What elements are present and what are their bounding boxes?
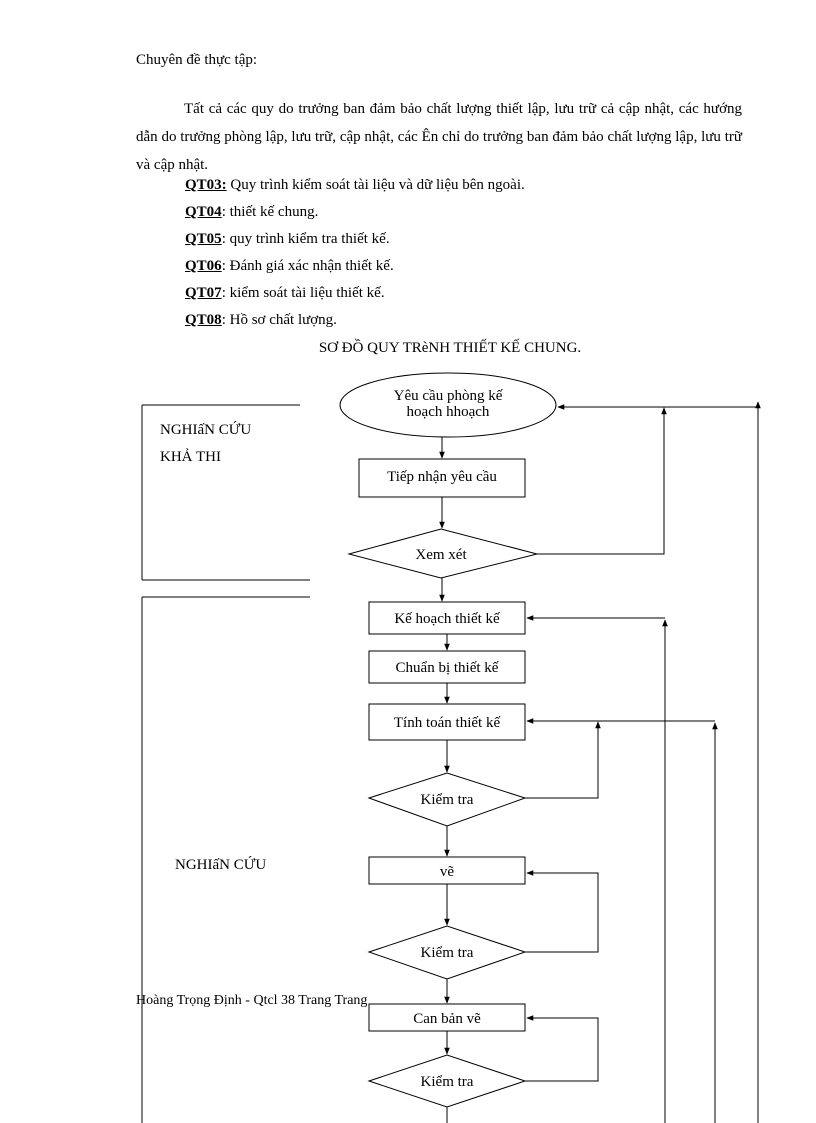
procedure-code: QT06: [185, 258, 222, 274]
phase-bracket-research: [141, 596, 310, 1123]
procedure-code: QT07: [185, 285, 222, 301]
procedure-text: : thiết kế chung.: [221, 204, 319, 220]
node-trace: [368, 1003, 526, 1032]
node-prepare-label: Chuẩn bị thiết kế: [396, 660, 499, 676]
procedure-text: : quy trình kiểm tra thiết kế.: [221, 231, 390, 247]
procedure-item: QT06: Đánh giá xác nhận thiết kế.: [185, 257, 394, 275]
feedback-loops: [525, 401, 761, 1123]
phase-label-feasibility-2: KHẢ THI: [160, 448, 221, 465]
phase-label-research: NGHIấN CỨU: [175, 856, 266, 873]
diagram-title: SƠ ĐỒ QUY TRèNH THIẾT KẾ CHUNG.: [318, 340, 582, 356]
procedure-item: QT05: quy trình kiểm tra thiết kế.: [185, 230, 390, 248]
node-trace-label: Can bản vẽ: [413, 1011, 481, 1027]
procedure-code: QT04: [185, 204, 222, 220]
intro-paragraph: Tất cả các quy do trưởng ban đảm bảo chấ…: [136, 101, 742, 173]
node-prepare: [368, 650, 526, 684]
document-header: Chuyên đề thực tập:: [136, 52, 258, 68]
procedure-code: QT05: [185, 231, 222, 247]
phase-bracket-feasibility: [141, 404, 310, 581]
node-request-label-1: Yêu cầu phòng kế: [394, 388, 503, 404]
phase-label-feasibility-1: NGHIấN CỨU: [160, 421, 251, 438]
node-request-label-2: hoạch hhoạch: [407, 404, 490, 420]
node-request: [339, 372, 557, 438]
page-footer: Hoàng Trọng Định - Qtcl 38 Trang Trang: [136, 993, 368, 1008]
procedure-text: : Hồ sơ chất lượng.: [221, 312, 337, 328]
procedure-item: QT07: kiểm soát tài liệu thiết kế.: [185, 284, 385, 302]
node-draw: [368, 856, 526, 885]
node-calc: [368, 703, 526, 741]
node-review-label: Xem xét: [415, 547, 467, 563]
procedure-item: QT08: Hồ sơ chất lượng.: [185, 311, 337, 329]
procedure-item: QT03: Quy trình kiểm soát tài liệu và dữ…: [185, 176, 525, 194]
node-draw-label: vẽ: [440, 864, 455, 880]
node-plan-label: Kế hoạch thiết kế: [394, 611, 500, 627]
procedure-text: : kiểm soát tài liệu thiết kế.: [221, 285, 385, 301]
procedure-item: QT04: thiết kế chung.: [185, 203, 318, 221]
procedure-text: Quy trình kiểm soát tài liệu và dữ liệu …: [226, 177, 525, 193]
node-check-2-label: Kiểm tra: [421, 945, 474, 961]
node-calc-label: Tính toán thiết kế: [394, 715, 501, 731]
procedure-code: QT08: [185, 312, 222, 328]
node-check-3-label: Kiểm tra: [421, 1074, 474, 1090]
node-receive: [358, 458, 526, 498]
procedure-text: : Đánh giá xác nhận thiết kế.: [221, 258, 394, 274]
flow-arrows: [439, 437, 450, 1123]
node-receive-label: Tiếp nhận yêu cầu: [387, 469, 497, 485]
node-plan: [368, 601, 526, 635]
node-check-1-label: Kiểm tra: [421, 792, 474, 808]
procedure-code: QT03:: [185, 177, 227, 193]
